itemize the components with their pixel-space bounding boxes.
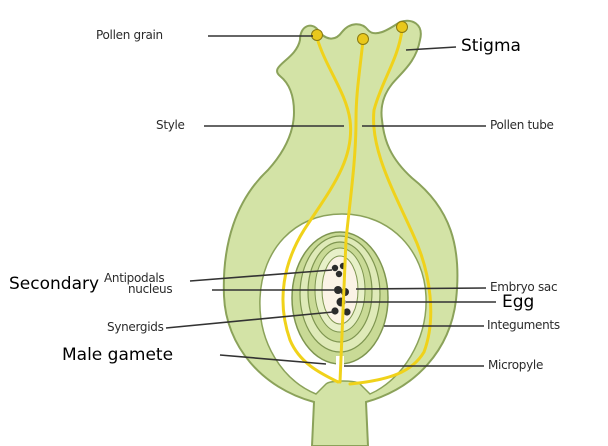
label-secondary: Secondary [9,276,99,293]
secondary-nucleus-cell [334,286,342,294]
antipodal-cell [336,271,342,277]
label-synergids: Synergids [107,321,164,333]
label-integuments: Integuments [487,319,560,331]
leader-embryo-sac [356,288,486,289]
label-style: Style [156,119,185,131]
pollen-grain-2 [358,34,369,45]
label-nucleus: nucleus [128,283,172,295]
label-pollen-grain: Pollen grain [96,29,163,41]
label-pollen-tube: Pollen tube [490,119,554,131]
label-micropyle: Micropyle [488,359,543,371]
label-male-gamete: Male gamete [62,347,173,364]
pollen-grain-1 [312,30,323,41]
pollen-grain-3 [397,22,408,33]
synergid-cell [331,307,338,314]
label-egg: Egg [502,294,534,311]
label-stigma: Stigma [461,38,521,55]
antipodal-cell [332,265,338,271]
